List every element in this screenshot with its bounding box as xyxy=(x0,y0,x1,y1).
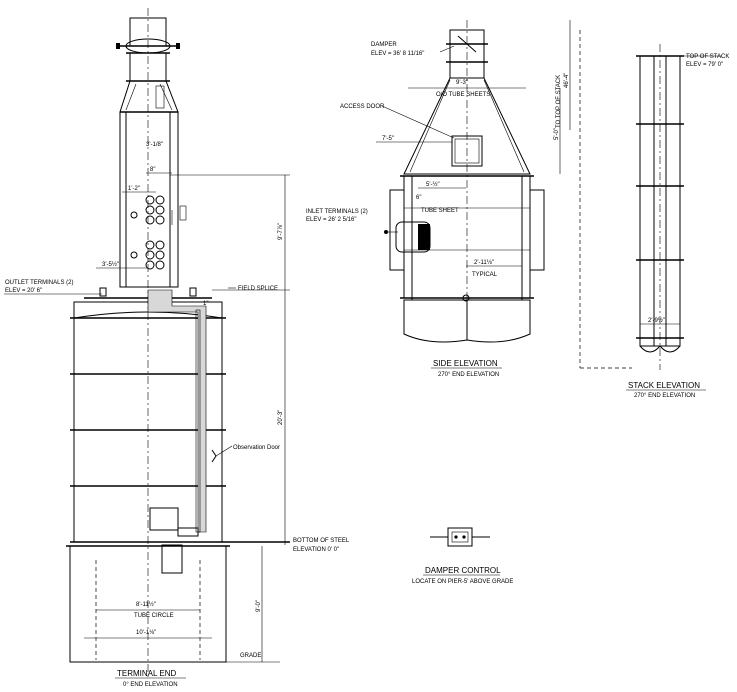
side-elevation-subtitle: 270° END ELEVATION xyxy=(438,372,499,378)
terminal-end-title: TERMINAL END xyxy=(117,669,176,678)
dim-3-5: 3'-5½" xyxy=(102,261,119,268)
dim-10: 10'-1⅛" xyxy=(136,630,156,636)
dim-46-4: 46'-4" xyxy=(564,73,570,88)
damper-elev: ELEV = 36' 8 11/16" xyxy=(371,51,424,57)
dim-1-2: 1'-2" xyxy=(128,186,140,192)
dim-width-top: 3'-1/8" xyxy=(146,142,163,148)
stack-elevation-title: STACK ELEVATION xyxy=(628,381,700,390)
burner-box xyxy=(149,507,179,531)
internal-duct xyxy=(147,289,207,533)
elevation-0: ELEVATION 0' 0" xyxy=(293,547,339,553)
damper-label: DAMPER xyxy=(371,42,397,48)
inlet-terminals-label: INLET TERMINALS (2) xyxy=(306,209,368,215)
grade-label: GRADE xyxy=(240,653,261,659)
access-door xyxy=(451,135,483,167)
damper-control-view: DAMPER CONTROL LOCATE ON PIER-5' ABOVE G… xyxy=(412,527,513,585)
dim-5-half: 5'-½" xyxy=(426,181,440,188)
damper-control-title: DAMPER CONTROL xyxy=(425,566,501,575)
transition-hood xyxy=(119,80,179,113)
dim-1: 1" xyxy=(203,301,208,307)
outlet-terminals-label: OUTLET TERMINALS (2) xyxy=(5,280,73,286)
to-top-of-stack: TO TOP OF STACK xyxy=(556,75,562,128)
dim-7-5: 7'-5" xyxy=(382,136,394,142)
dim-2-9: 2'-9½" xyxy=(648,317,665,324)
terminal-end-subtitle: 0° END ELEVATION xyxy=(123,682,178,688)
damper-control-subtitle: LOCATE ON PIER-5' ABOVE GRADE xyxy=(412,579,513,585)
terminal-end-view: 3'-1/8" 8" 1'-2" 3'-5½" OUTLET TERMINALS… xyxy=(4,8,350,688)
outlet-terminal xyxy=(99,287,107,297)
tube-circle-label: TUBE CIRCLE xyxy=(134,613,174,619)
dim-20-3: 20'-3" xyxy=(278,410,284,425)
tube-sheet-label: TUBE SHEET xyxy=(421,208,459,214)
dim-2-11: 2'-11⅛" xyxy=(474,260,494,266)
top-of-stack-elev: ELEV = 79' 0" xyxy=(686,62,723,68)
top-of-stack-label: TOP OF STACK xyxy=(686,54,729,60)
stack-bottom xyxy=(639,345,681,353)
observation-door xyxy=(211,449,217,463)
typical-label: TYPICAL xyxy=(472,272,498,278)
dim-6: 6" xyxy=(416,195,421,201)
stack-elevation-view: TOP OF STACK ELEV = 79' 0" 2'-9½" STACK … xyxy=(626,44,729,399)
od-tube-sheets: O/O TUBE SHEETS xyxy=(436,92,490,98)
inlet-elev: ELEV = 26' 2 5/16" xyxy=(306,217,356,223)
dim-5-0: 5'-0" xyxy=(554,128,560,140)
outlet-elev: ELEV = 20' 6" xyxy=(5,288,42,294)
dim-9-7: 9'-7⅞" xyxy=(278,223,284,240)
field-splice-label: FIELD SPLICE xyxy=(238,286,278,292)
bottom-of-steel-label: BOTTOM OF STEEL xyxy=(293,538,350,544)
tube-bundle xyxy=(130,195,165,270)
dim-8: 8" xyxy=(150,167,155,173)
damper-control-box xyxy=(447,527,473,547)
access-door-label: ACCESS DOOR xyxy=(340,104,385,110)
dim-9-0: 9'-0" xyxy=(256,600,262,612)
stack-elevation-subtitle: 270° END ELEVATION xyxy=(634,393,695,399)
dim-tube-circle: 8'-11½" xyxy=(136,601,156,608)
side-elevation-title: SIDE ELEVATION xyxy=(433,359,498,368)
dim-9-3: 9'-3" xyxy=(456,80,468,86)
side-base-cylinders xyxy=(403,299,531,343)
side-elevation-view: DAMPER ELEV = 36' 8 11/16" ACCESS DOOR 9… xyxy=(306,20,632,378)
observation-door-label: Observation Door xyxy=(233,445,280,451)
